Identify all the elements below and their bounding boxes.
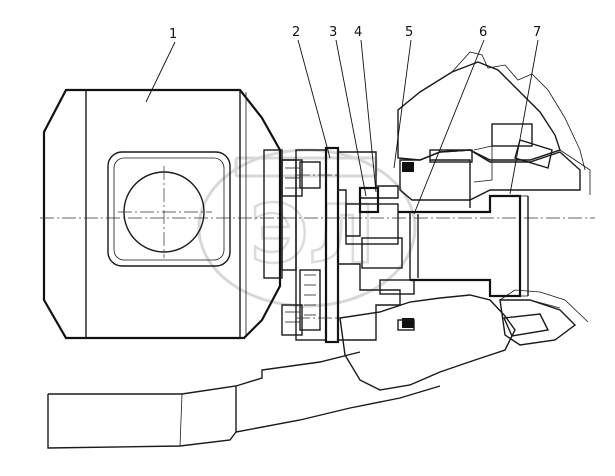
callout-2: 2 [292, 25, 300, 40]
leader-5 [393, 39, 412, 169]
leader-6 [413, 39, 485, 215]
leader-7 [509, 39, 539, 195]
leader-1 [145, 41, 176, 103]
callout-4: 4 [354, 25, 362, 40]
coupling-flange [281, 146, 340, 344]
hub-section [337, 151, 415, 341]
callout-7: 7 [533, 25, 541, 40]
bearing-bottom [502, 299, 561, 337]
leader-4 [360, 39, 377, 193]
callouts: 1 2 3 4 5 6 7 [145, 25, 541, 215]
callout-6: 6 [479, 25, 487, 40]
bearing-top [473, 123, 553, 183]
callout-3: 3 [329, 25, 337, 40]
housing-section [339, 51, 591, 391]
svg-text:ЭЛ: ЭЛ [250, 188, 375, 281]
leader-3 [335, 39, 367, 197]
watermark-logo: ЭЛ [197, 148, 417, 308]
output-shaft [398, 149, 529, 298]
frame-beam [47, 351, 441, 449]
callout-1: 1 [169, 27, 177, 42]
leader-2 [297, 39, 331, 159]
callout-5: 5 [405, 25, 413, 40]
